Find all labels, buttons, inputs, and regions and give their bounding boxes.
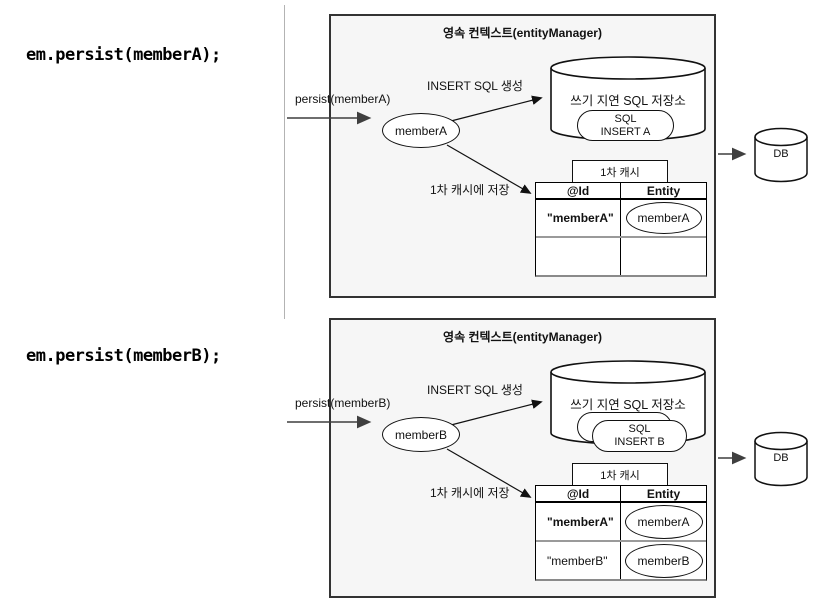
first-level-cache-tab-b: 1차 캐시 — [572, 463, 668, 486]
insert-sql-label-b: INSERT SQL 생성 — [427, 383, 523, 397]
code-statement-b: em.persist(memberB); — [26, 346, 221, 366]
sql-card-line2-b: INSERT B — [614, 436, 665, 448]
table-row: "memberB" memberB — [536, 542, 706, 579]
sql-card-line1-b: SQL — [628, 423, 651, 435]
table-header-entity: Entity — [646, 486, 681, 501]
table-header-row: @Id Entity — [536, 486, 706, 503]
table-row-empty — [536, 238, 706, 275]
sql-storage-label-a: 쓰기 지연 SQL 저장소 — [570, 94, 686, 108]
table-row: "memberA" memberA — [536, 503, 706, 542]
cache-entity-cell: memberA — [621, 200, 706, 236]
cache-tab-label-a: 1차 캐시 — [600, 166, 640, 179]
cached-entity-label: memberA — [637, 514, 690, 529]
cache-store-label-a: 1차 캐시에 저장 — [430, 183, 510, 197]
db-cylinder-top-a — [754, 127, 808, 147]
sql-insert-card-front-b: SQL INSERT B — [592, 420, 687, 452]
table-header-row: @Id Entity — [536, 183, 706, 200]
panel-title-a: 영속 컨텍스트(entityManager) — [443, 26, 602, 40]
cache-entity-cell: memberB — [621, 542, 706, 579]
cache-store-label-b: 1차 캐시에 저장 — [430, 486, 510, 500]
first-level-cache-table-b: @Id Entity "memberA" memberA "memberB" m… — [535, 485, 707, 581]
sql-storage-label-b: 쓰기 지연 SQL 저장소 — [570, 398, 686, 412]
member-entity-label-b: memberB — [394, 427, 447, 442]
code-statement-a: em.persist(memberA); — [26, 45, 221, 65]
table-header-id: @Id — [536, 183, 621, 198]
member-entity-label-a: memberA — [394, 123, 447, 138]
table-row: "memberA" memberA — [536, 200, 706, 238]
first-level-cache-tab-a: 1차 캐시 — [572, 160, 668, 183]
db-label-a: DB — [773, 148, 789, 160]
first-level-cache-table-a: @Id Entity "memberA" memberA — [535, 182, 707, 277]
insert-sql-label-a: INSERT SQL 생성 — [427, 79, 523, 93]
cache-entity-cell: memberA — [621, 503, 706, 540]
panel-title-b: 영속 컨텍스트(entityManager) — [443, 330, 602, 344]
db-cylinder-top-b — [754, 431, 808, 451]
cache-tab-label-b: 1차 캐시 — [600, 469, 640, 482]
table-header-entity: Entity — [646, 183, 681, 198]
member-entity-node-a: memberA — [382, 113, 460, 148]
cache-entity-cell-empty — [621, 238, 706, 275]
cached-entity-ellipse: memberA — [625, 202, 702, 234]
cached-entity-label: memberB — [637, 553, 690, 568]
cache-id-cell: "memberA" — [536, 200, 621, 236]
sql-card-line2-a: INSERT A — [600, 125, 651, 138]
member-entity-node-b: memberB — [382, 417, 460, 452]
cache-id-cell: "memberB" — [536, 542, 621, 579]
db-label-b: DB — [773, 452, 789, 464]
cached-entity-ellipse: memberB — [624, 543, 703, 578]
sql-card-line1-a: SQL — [614, 112, 637, 125]
vertical-divider-line — [284, 5, 285, 319]
cached-entity-ellipse: memberA — [624, 504, 703, 539]
table-header-id: @Id — [536, 486, 621, 501]
cache-id-cell-empty — [536, 238, 621, 275]
sql-insert-card-a: SQL INSERT A — [577, 110, 674, 141]
cached-entity-label: memberA — [637, 211, 690, 225]
cache-id-cell: "memberA" — [536, 503, 621, 540]
persist-call-label-a: persist(memberA) — [295, 92, 391, 106]
persist-call-label-b: persist(memberB) — [295, 396, 391, 410]
